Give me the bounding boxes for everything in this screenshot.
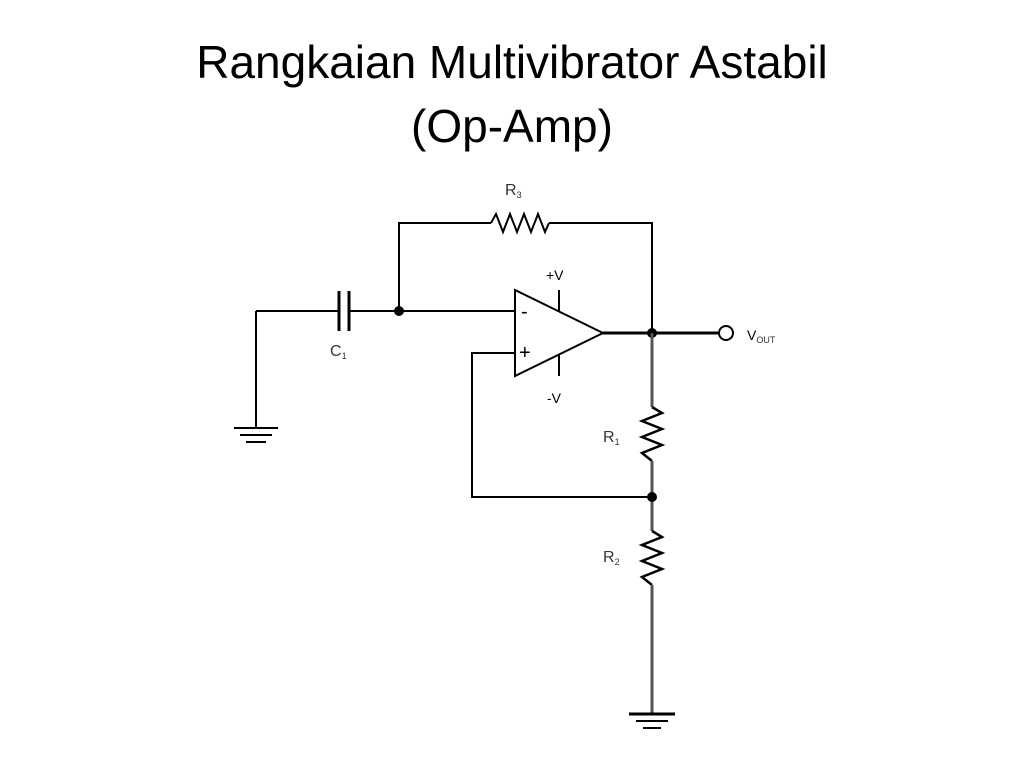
resistor-r2 [638,529,666,586]
r2-label: R2 [603,549,620,567]
supply-positive-label: +V [546,267,564,283]
supply-negative-label: -V [547,390,562,406]
ground-bottom [629,712,675,729]
slide-title-line2: (Op-Amp) [411,100,613,152]
r3-label: R3 [505,182,522,200]
wire-divider-to-noninverting [471,352,652,498]
opamp-inverting-sign: - [521,301,528,323]
slide-title-line1: Rangkaian Multivibrator Astabil [196,36,828,88]
opamp-noninverting-sign: + [519,342,531,364]
resistor-r1 [638,405,666,462]
resistor-r3 [490,211,550,235]
c1-label: C1 [330,343,347,361]
r1-label: R1 [603,429,620,447]
ground-left [234,311,278,443]
vout-label: VOUT [747,327,776,345]
slide-title: Rangkaian Multivibrator Astabil (Op-Amp) [0,30,1024,158]
wire-r3-left [398,222,491,311]
wire-r3-right [549,222,653,333]
output-terminal [718,325,734,341]
opamp: - + +V -V [514,267,606,406]
capacitor-c1: C1 [330,291,351,361]
